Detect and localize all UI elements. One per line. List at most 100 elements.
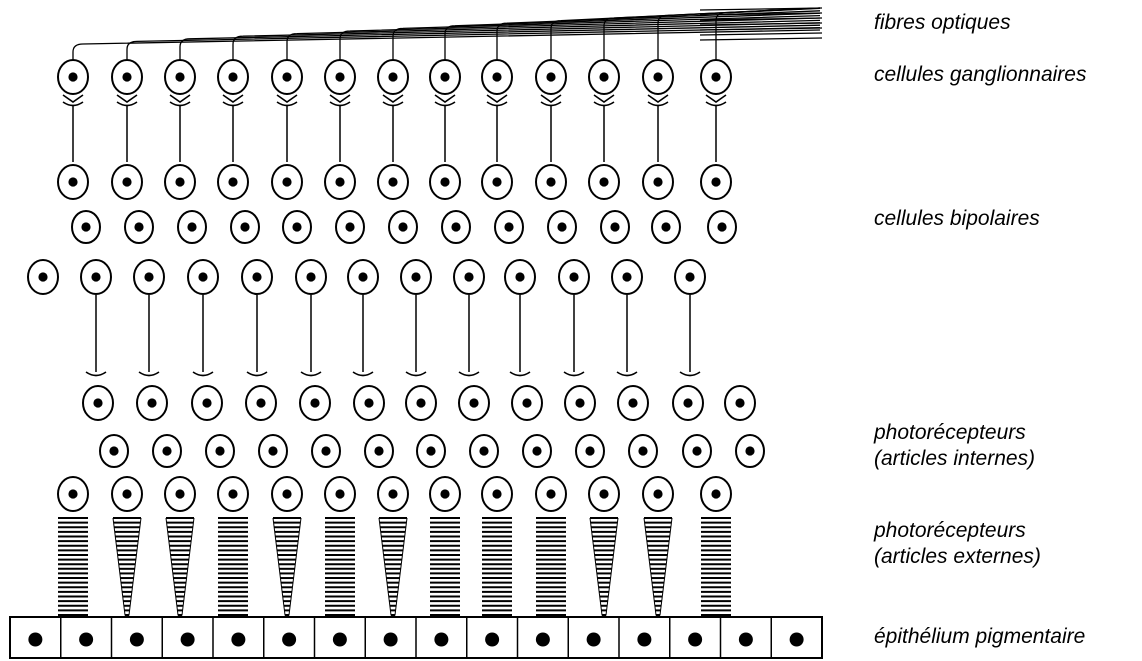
cell-nucleus [292, 222, 301, 231]
bipolar-cell [652, 211, 680, 243]
cell-nucleus [364, 398, 373, 407]
cell-nucleus [653, 489, 662, 498]
cell-nucleus [358, 272, 367, 281]
inner-segment-cell [112, 477, 142, 511]
cell-nucleus [546, 72, 555, 81]
bipolar-synapse [617, 372, 637, 376]
ganglion-cell [701, 60, 731, 94]
epithelium-nucleus [485, 633, 499, 647]
bipolar-cell [612, 260, 642, 294]
ganglion-synapse [117, 95, 137, 102]
bipolar-cell [495, 211, 523, 243]
cell-nucleus [711, 72, 720, 81]
cell-nucleus [335, 489, 344, 498]
cell-nucleus [38, 272, 47, 281]
cell-nucleus [374, 446, 383, 455]
bipolar-cell [112, 165, 142, 199]
ganglion-cell [536, 60, 566, 94]
photoreceptor-inner-segment-layer [58, 386, 764, 511]
cell-nucleus [557, 222, 566, 231]
inner-segment-cell [673, 386, 703, 420]
bipolar-cell [231, 211, 259, 243]
ganglion-cell [112, 60, 142, 94]
inner-segments-label-line1: photorécepteurs [874, 420, 1035, 446]
bipolar-cell [389, 211, 417, 243]
rod-outer-segment [536, 518, 566, 615]
bipolar-cell [701, 165, 731, 199]
inner-segment-cell [725, 386, 755, 420]
cone-outer-segment [113, 518, 141, 615]
cell-nucleus [144, 272, 153, 281]
bipolar-synapse [353, 372, 373, 376]
cell-nucleus [122, 177, 131, 186]
bipolar-cell [218, 165, 248, 199]
cell-nucleus [122, 72, 131, 81]
bipolar-cell [442, 211, 470, 243]
cell-nucleus [310, 398, 319, 407]
epithelium-nucleus [739, 633, 753, 647]
inner-segment-cell [430, 477, 460, 511]
inner-segment-cell [259, 435, 287, 467]
ganglion-cell [378, 60, 408, 94]
bipolar-cells-label: cellules bipolaires [874, 206, 1040, 232]
bipolar-cell [72, 211, 100, 243]
ganglion-synapse [541, 95, 561, 102]
epithelium-nucleus [333, 633, 347, 647]
cone-outer-segment [379, 518, 407, 615]
ganglion-synapse [277, 95, 297, 102]
epithelium-nucleus [434, 633, 448, 647]
cone-outer-segment [166, 518, 194, 615]
epithelium-nucleus [282, 633, 296, 647]
pigment-epithelium-layer [10, 617, 822, 658]
inner-segments-label: photorécepteurs (articles internes) [874, 420, 1035, 472]
epithelium-nucleus [637, 633, 651, 647]
cell-nucleus [335, 72, 344, 81]
cell-nucleus [492, 72, 501, 81]
optic-fibers [73, 8, 822, 60]
bipolar-cell [589, 165, 619, 199]
bipolar-cell [559, 260, 589, 294]
cell-nucleus [745, 446, 754, 455]
epithelium-nucleus [688, 633, 702, 647]
cell-nucleus [610, 222, 619, 231]
inner-segment-cell [470, 435, 498, 467]
cell-nucleus [282, 177, 291, 186]
cell-nucleus [440, 177, 449, 186]
bipolar-cell [28, 260, 58, 294]
bipolar-synapse [564, 372, 584, 376]
cell-nucleus [268, 446, 277, 455]
cell-nucleus [175, 177, 184, 186]
cell-nucleus [388, 177, 397, 186]
bipolar-cell [81, 260, 111, 294]
cell-nucleus [388, 489, 397, 498]
cell-nucleus [81, 222, 90, 231]
ganglion-synapse [594, 95, 614, 102]
cell-nucleus [492, 489, 501, 498]
bipolar-synapse [406, 372, 426, 376]
inner-segment-cell [512, 386, 542, 420]
ganglion-synapse [487, 95, 507, 102]
bipolar-cell [505, 260, 535, 294]
ganglion-cell [482, 60, 512, 94]
ganglion-synapse [63, 95, 83, 102]
cell-nucleus [440, 72, 449, 81]
epithelium-nucleus [28, 633, 42, 647]
rod-outer-segment [701, 518, 731, 615]
bipolar-cell [165, 165, 195, 199]
inner-segment-cell [618, 386, 648, 420]
cell-nucleus [345, 222, 354, 231]
cell-nucleus [134, 222, 143, 231]
cell-nucleus [202, 398, 211, 407]
cell-nucleus [198, 272, 207, 281]
cell-nucleus [479, 446, 488, 455]
cell-nucleus [416, 398, 425, 407]
bipolar-synapse [139, 372, 159, 376]
cell-nucleus [109, 446, 118, 455]
cell-nucleus [175, 489, 184, 498]
cell-nucleus [228, 489, 237, 498]
inner-segment-cell [83, 386, 113, 420]
cell-nucleus [638, 446, 647, 455]
bipolar-cell [536, 165, 566, 199]
inner-segment-cell [482, 477, 512, 511]
cell-nucleus [599, 489, 608, 498]
